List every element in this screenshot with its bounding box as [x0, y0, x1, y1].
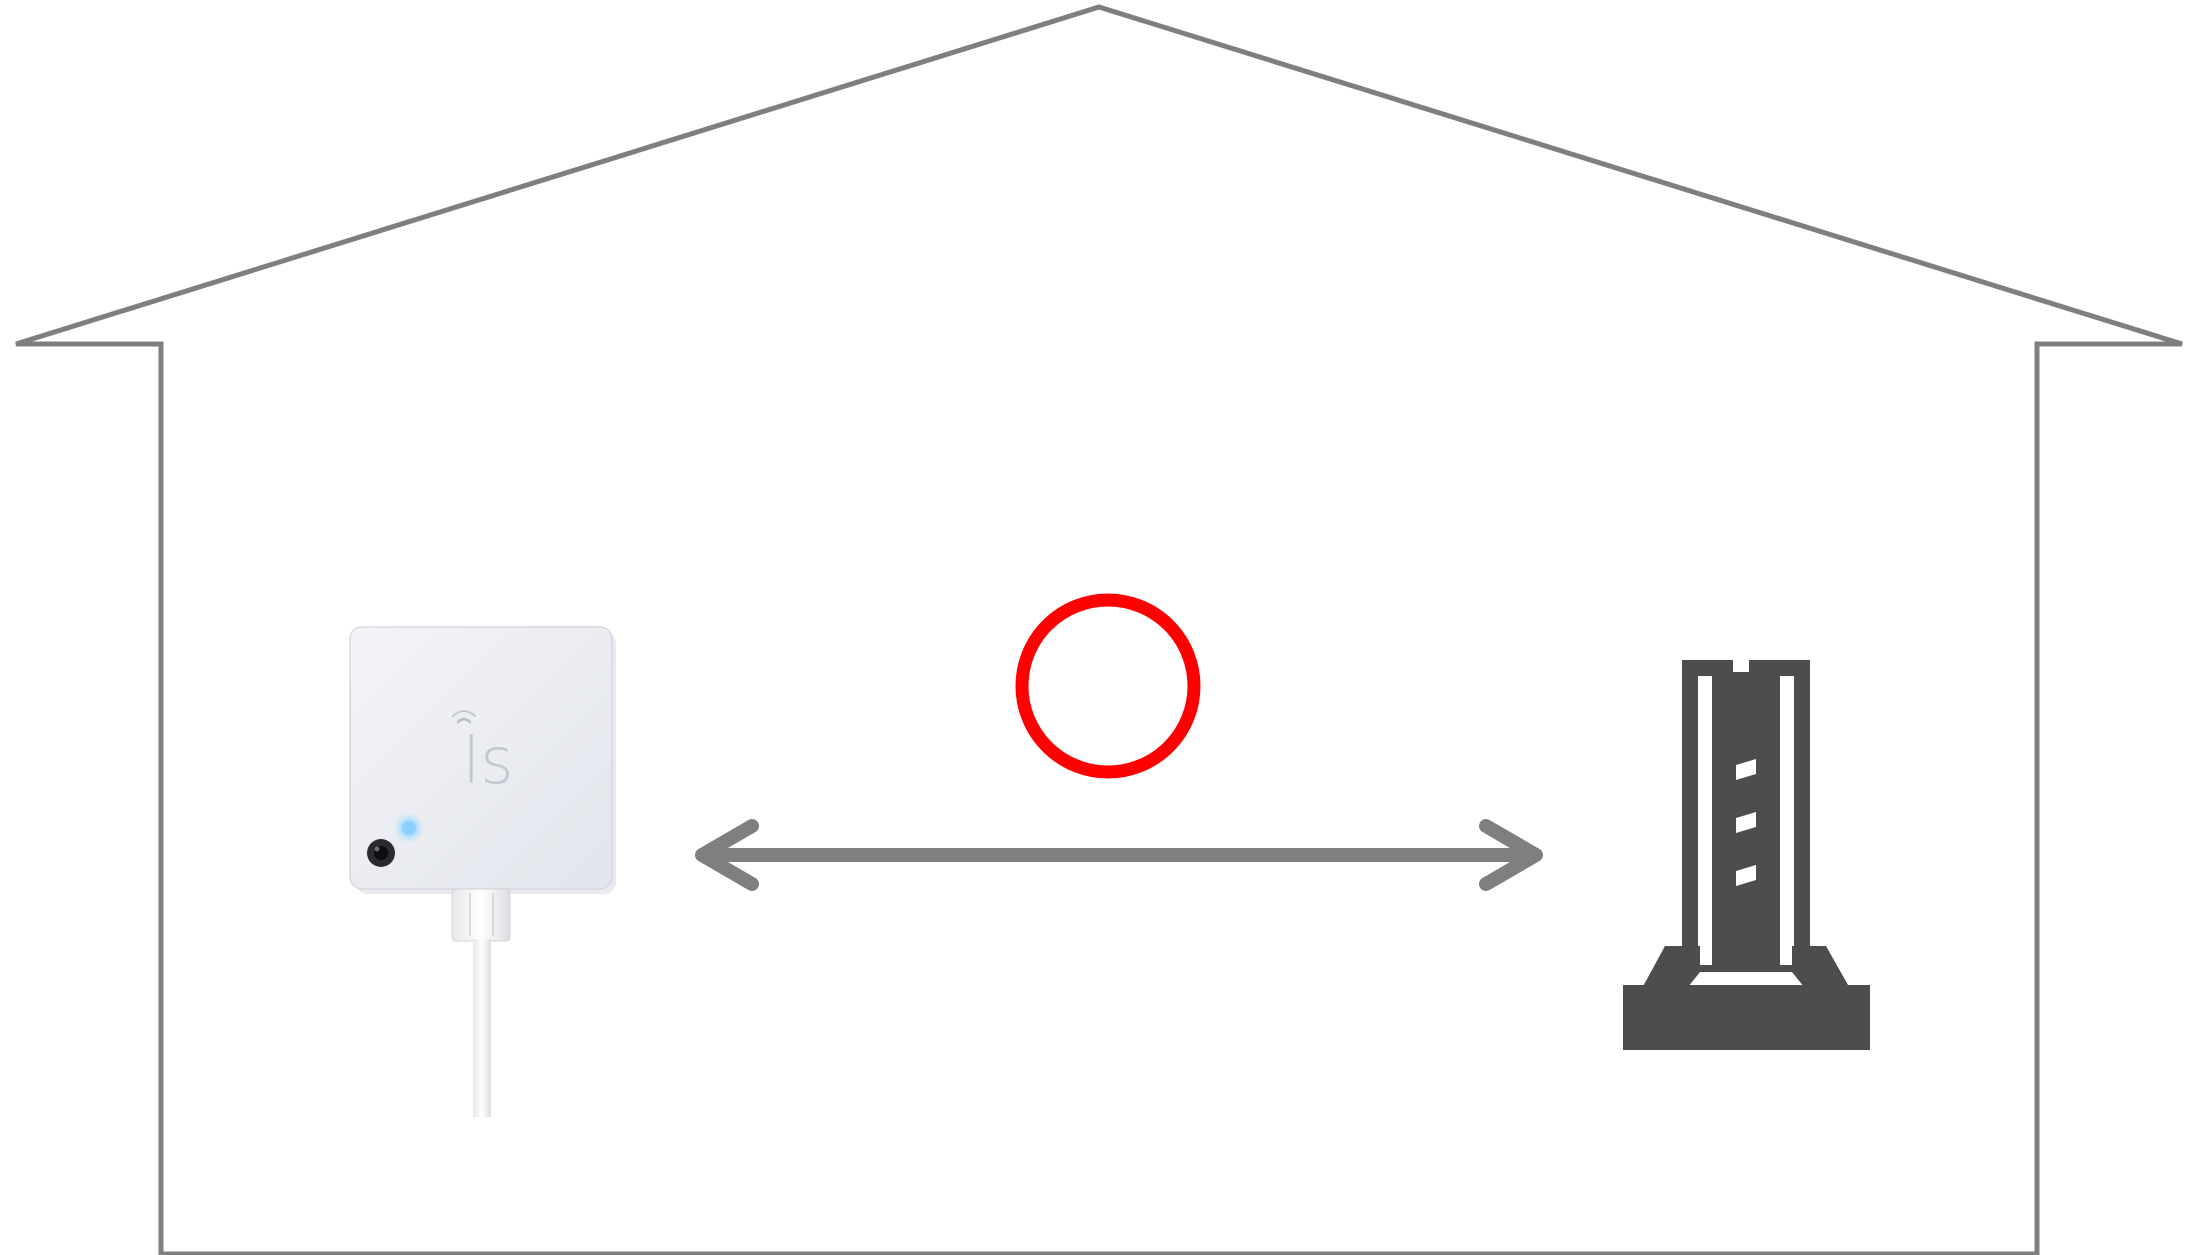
house-outline-path — [15, 4, 2183, 1255]
bidirectional-arrow-icon — [695, 819, 1543, 891]
circle-ok-mark-icon — [1015, 593, 1201, 779]
usb-connector — [451, 888, 511, 942]
device-logo-text: ls — [462, 725, 513, 799]
device-logo: ls — [452, 710, 514, 799]
house-outline — [15, 4, 2183, 1255]
power-cable — [473, 939, 491, 1117]
smart-hub-device-icon: ls — [349, 626, 616, 1117]
wifi-router-tower-icon — [1623, 660, 1870, 1050]
